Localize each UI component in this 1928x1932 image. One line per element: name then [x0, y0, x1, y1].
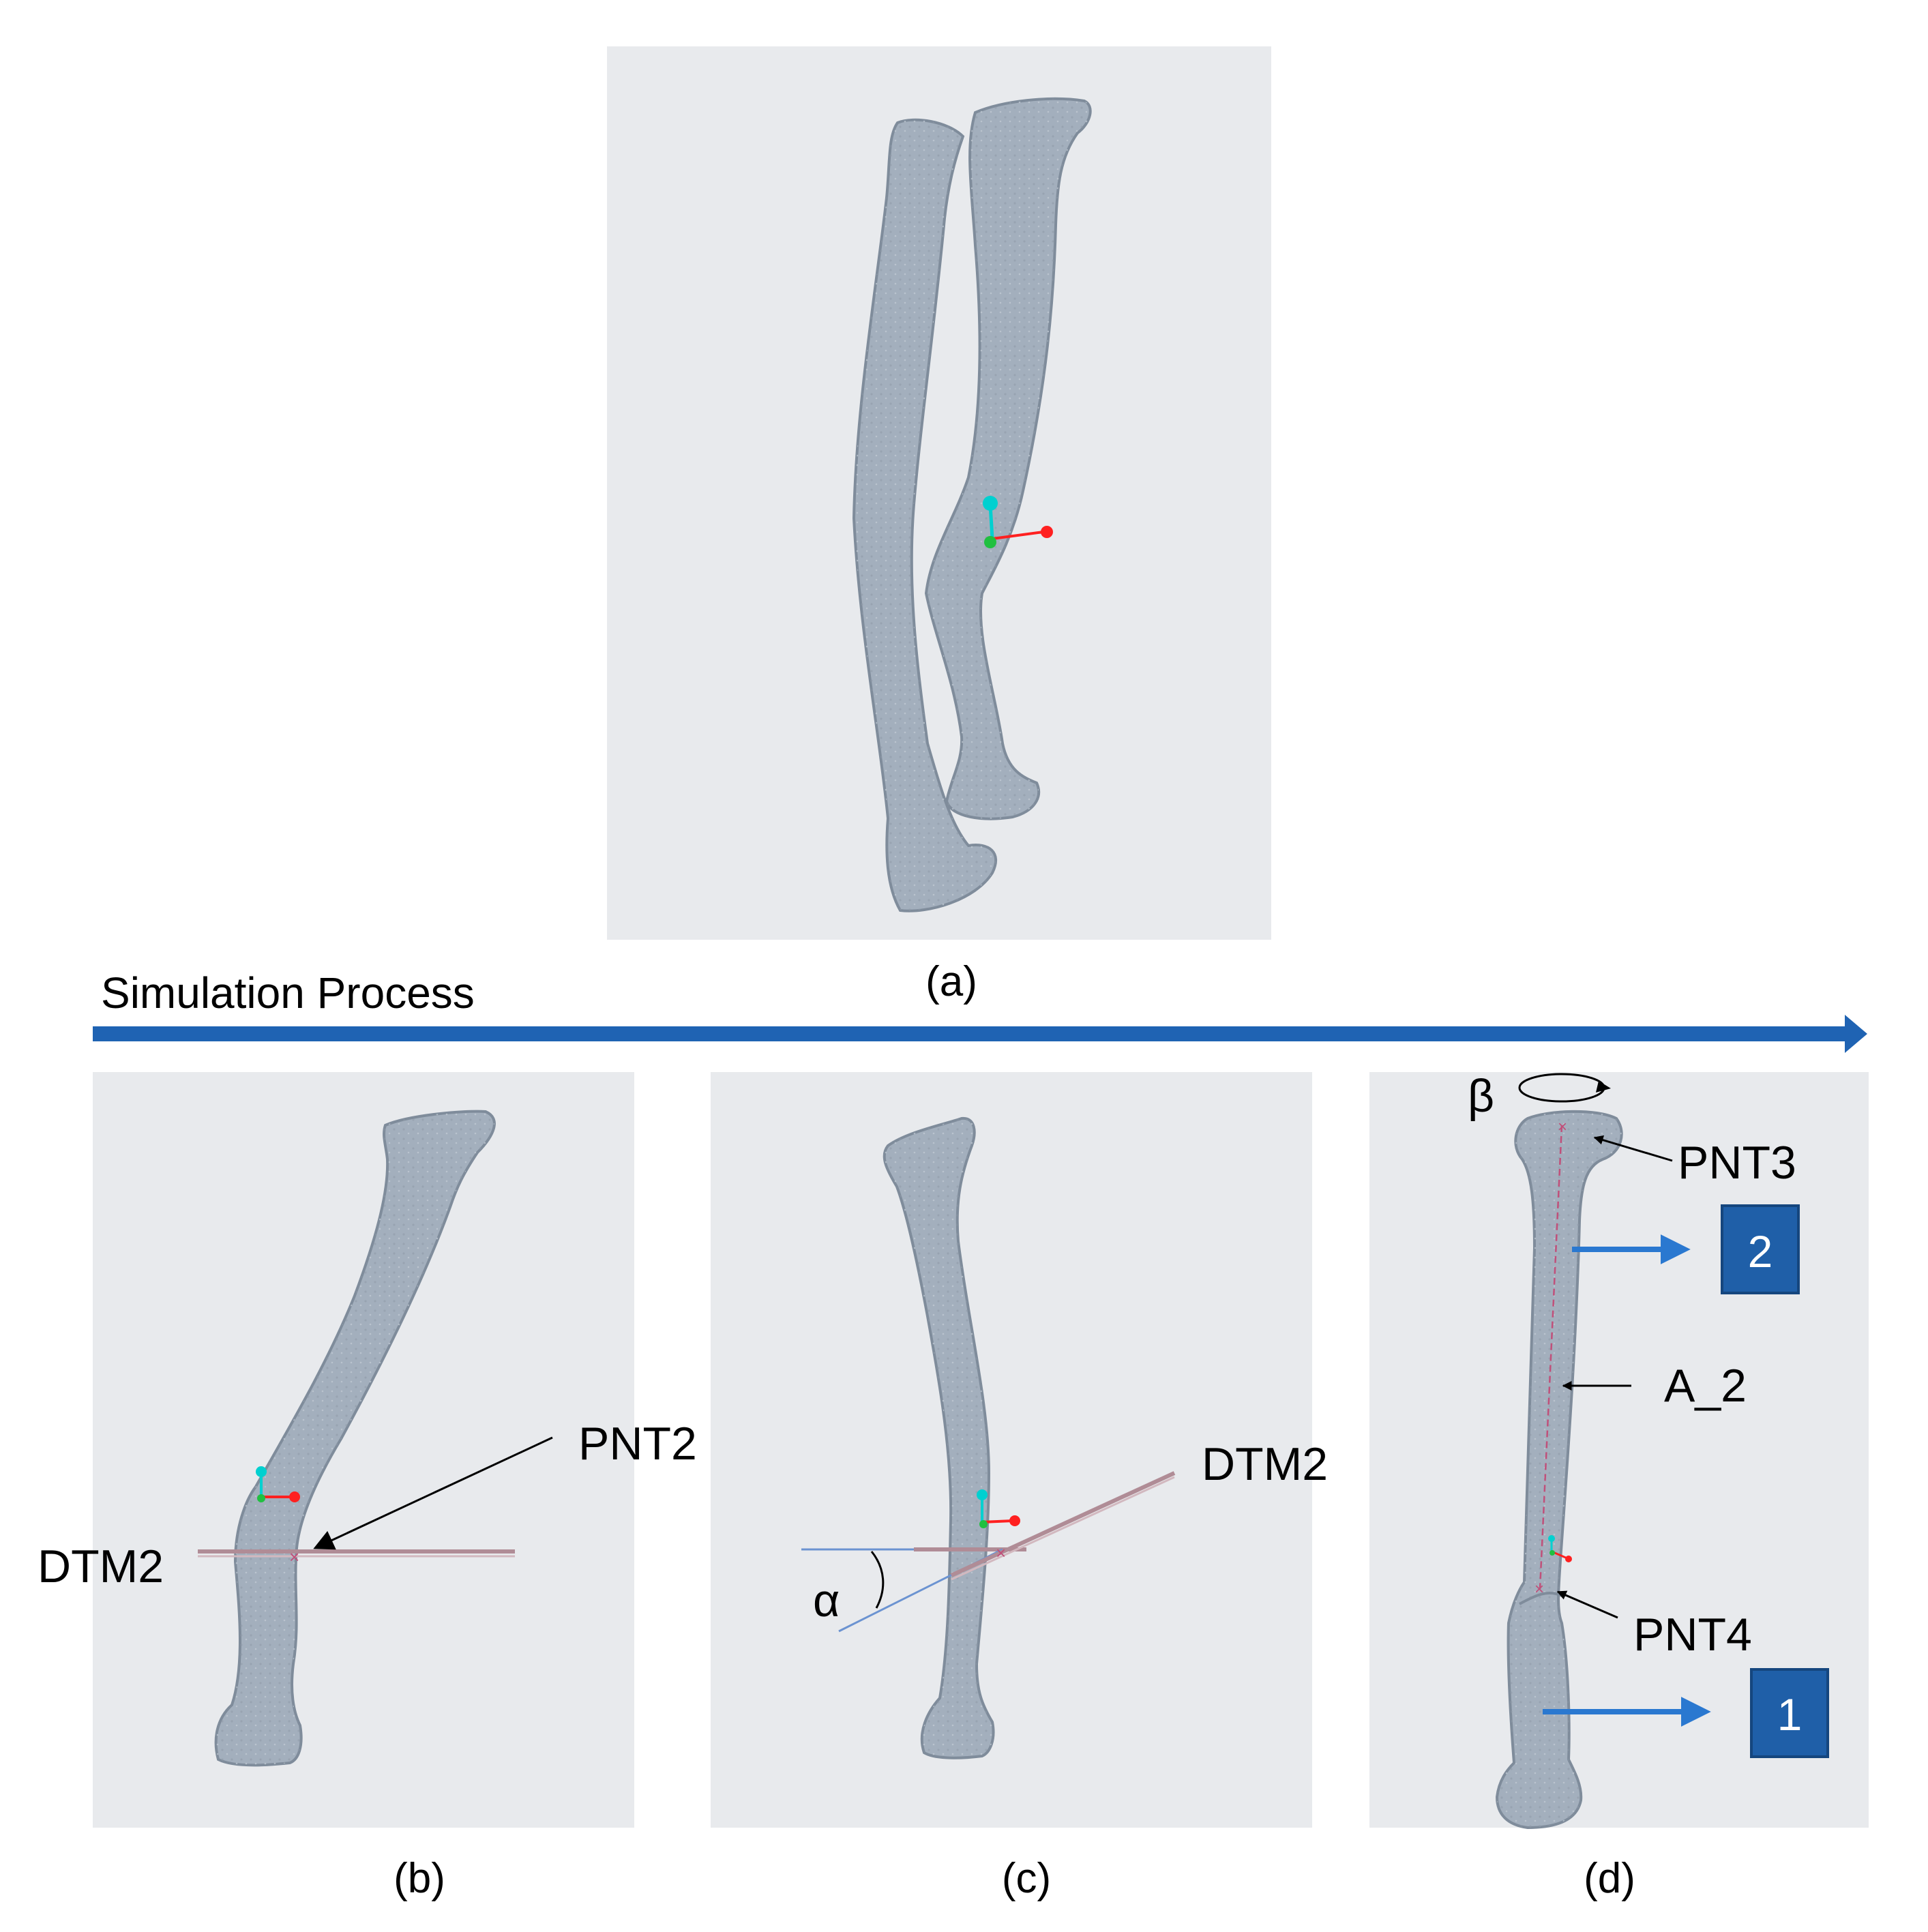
process-label: Simulation Process [101, 968, 475, 1017]
arrow-pnt4 [1556, 1590, 1618, 1619]
caption-c: (c) [1002, 1855, 1051, 1902]
datum-plane-c: × [801, 1471, 1176, 1633]
coordinate-axes-icon [1548, 1535, 1572, 1562]
fragment-box-2-label: 2 [1748, 1226, 1773, 1277]
panel-c: × α DTM2 [711, 1072, 1328, 1828]
caption-a: (a) [925, 958, 977, 1005]
coordinate-axes-icon [977, 1489, 1020, 1528]
panel-d: × × β PNT3 A_2 PNT4 2 1 [1369, 1070, 1869, 1830]
axis-a2-line: × × [1534, 1118, 1567, 1599]
ulna-bone-a [852, 118, 997, 912]
radius-bone-a [924, 97, 1092, 820]
label-pnt2: PNT2 [578, 1418, 697, 1470]
panel-b: × DTM2 [38, 1072, 634, 1828]
bone-b [214, 1110, 496, 1767]
panel-c-background [711, 1072, 1312, 1828]
fragment-box-1-label: 1 [1777, 1689, 1803, 1740]
label-pnt3: PNT3 [1678, 1137, 1796, 1189]
datum-plane-b: × [198, 1547, 515, 1567]
label-alpha: α [813, 1575, 840, 1626]
point-marker-pnt3: × [1558, 1118, 1567, 1136]
coordinate-axes-icon [256, 1466, 300, 1502]
coordinate-axes-icon [983, 496, 1053, 548]
process-arrow-head-icon [1845, 1015, 1867, 1053]
pnt2-arrow-b [313, 1436, 553, 1550]
bone-c [883, 1116, 995, 1759]
panel-a: (a) [607, 46, 1271, 1005]
label-pnt4: PNT4 [1633, 1609, 1752, 1661]
label-dtm2-b: DTM2 [38, 1541, 164, 1592]
fragment-box-2 [1721, 1204, 1800, 1294]
alpha-arc-icon [870, 1551, 885, 1609]
process-arrow-shaft [93, 1026, 1852, 1041]
fragment-box-1 [1750, 1668, 1829, 1758]
caption-b: (b) [394, 1855, 445, 1902]
rotation-arrow-head-icon [1596, 1081, 1611, 1093]
simulation-process: Simulation Process [93, 968, 1867, 1053]
point-marker-pnt4: × [1534, 1580, 1544, 1599]
label-a2: A_2 [1664, 1360, 1747, 1412]
label-beta: β [1468, 1070, 1494, 1122]
panel-b-background [93, 1072, 634, 1828]
point-marker-c: × [996, 1543, 1006, 1563]
caption-d: (d) [1584, 1855, 1635, 1902]
point-marker-b: × [289, 1547, 299, 1567]
arrow-pnt3 [1593, 1135, 1673, 1162]
label-dtm2-c: DTM2 [1202, 1438, 1328, 1490]
